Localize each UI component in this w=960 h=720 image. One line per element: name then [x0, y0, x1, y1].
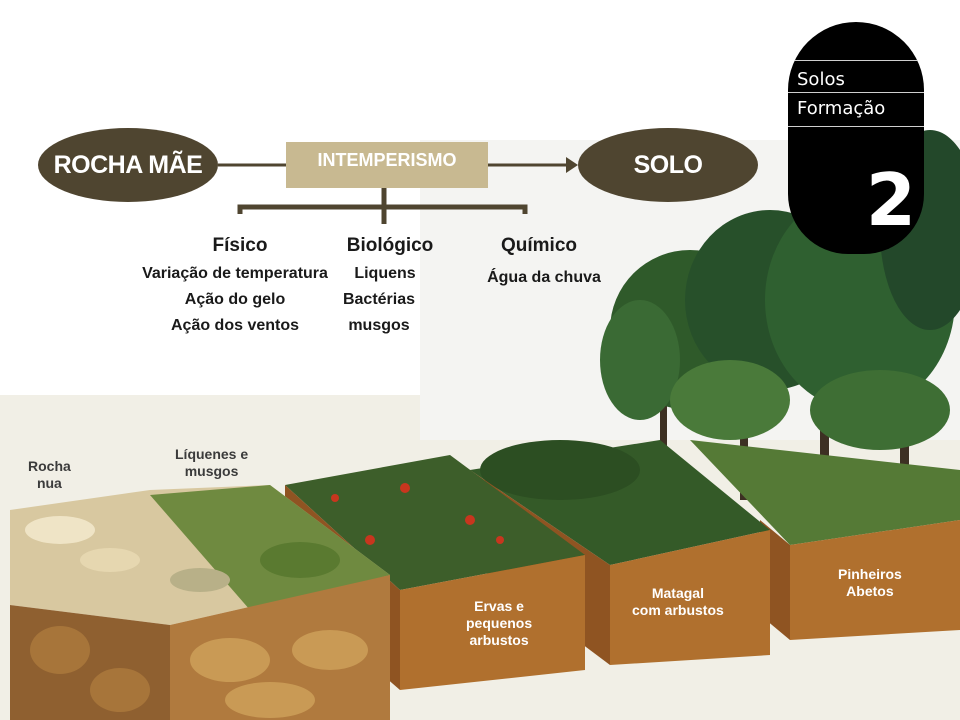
column-title-fisico: Físico — [212, 235, 268, 256]
stage-label-line: pequenos — [466, 615, 533, 631]
node-label: ROCHA MÃE — [53, 150, 203, 179]
node-solo: SOLO — [578, 128, 758, 202]
badge-divider — [788, 60, 924, 61]
stage-label-line: musgos — [184, 463, 239, 479]
badge-topic: Formação — [797, 98, 886, 119]
stage-label-line: com arbustos — [632, 602, 724, 618]
topic-badge: Solos Formação 2 — [788, 22, 924, 254]
badge-divider — [788, 92, 924, 93]
stage-label-matagal: Matagal com arbustos — [632, 585, 724, 619]
column-item: Variação de temperatura — [142, 265, 328, 282]
stage-label-line: nua — [36, 475, 62, 491]
badge-divider — [788, 126, 924, 127]
column-item: Água da chuva — [487, 269, 601, 286]
column-item: Ação dos ventos — [170, 317, 300, 334]
stage-label-pinheiros: Pinheiros Abetos — [838, 566, 902, 600]
node-rocha-mae: ROCHA MÃE — [38, 128, 218, 202]
stage-label-line: Líquenes e — [175, 446, 249, 462]
stage-label-line: Rocha — [28, 458, 71, 474]
arrow-head-icon — [566, 157, 578, 173]
node-label: SOLO — [633, 150, 703, 179]
column-item: Bactérias — [342, 291, 416, 308]
column-title-quimico: Químico — [500, 235, 577, 256]
badge-number: 2 — [865, 158, 916, 242]
stage-label-line: Abetos — [846, 583, 894, 599]
stage-label-line: Matagal — [651, 585, 704, 601]
stage-label-line: Pinheiros — [838, 566, 902, 582]
stage-label-line: Ervas e — [474, 598, 524, 614]
diagram-connectors — [218, 157, 578, 224]
badge-subject: Solos — [797, 69, 845, 90]
block-rocha — [10, 485, 390, 720]
node-label: INTEMPERISMO — [317, 150, 457, 170]
stage-label-liquenes: Líquenes e musgos — [175, 446, 248, 480]
stage-label-rocha-nua: Rocha nua — [28, 458, 71, 492]
column-item: musgos — [348, 317, 410, 334]
column-item: Liquens — [354, 265, 416, 282]
node-intemperismo: INTEMPERISMO — [286, 142, 488, 188]
stage-label-ervas: Ervas e pequenos arbustos — [466, 598, 532, 649]
stage-label-line: arbustos — [469, 632, 529, 648]
column-item: Ação do gelo — [184, 291, 286, 308]
column-title-biologico: Biológico — [346, 235, 434, 256]
